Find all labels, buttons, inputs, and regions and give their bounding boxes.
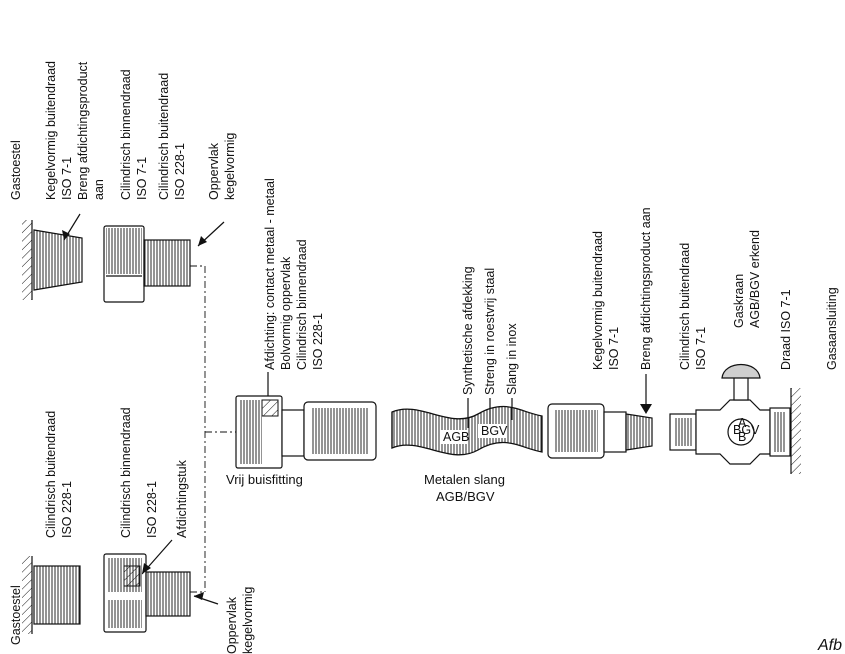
agb-bgv-label: AGB/BGV xyxy=(436,489,495,504)
valve-handle xyxy=(721,364,761,379)
right-wall-hatch xyxy=(791,388,801,474)
streng-label: Streng in roestvrij staal xyxy=(483,268,497,395)
cyl-buit-top-label-1: Cilindrisch buitendraad xyxy=(157,73,171,200)
metal-hose: AGB BGV xyxy=(391,405,543,456)
gastoestel-top-label: Gastoestel xyxy=(9,140,23,200)
gasaansluiting-label: Gasaansluiting xyxy=(825,287,839,370)
top-gas-appliance xyxy=(22,220,83,300)
valve-a-text: A xyxy=(738,416,747,430)
vrij-buisfitting-label: Vrij buisfitting xyxy=(226,472,303,487)
cyl-buit-top-label-2: ISO 228-1 xyxy=(173,143,187,200)
opp-top-label-1: Oppervlak xyxy=(207,142,221,200)
opp-top-label-2: kegelvormig xyxy=(223,133,237,200)
afdichting-label-4: ISO 228-1 xyxy=(311,313,325,370)
gaskraan-label-1: Gaskraan xyxy=(732,274,746,328)
top-wall-hatch xyxy=(22,220,32,300)
hose-agb-text: AGB xyxy=(443,430,469,444)
figure-label: Afb xyxy=(817,637,842,654)
valve-b-text: B xyxy=(738,430,746,444)
breng-right-label: Breng afdichtingsproduct aan xyxy=(639,207,653,370)
cyl-right-label-1: Cilindrisch buitendraad xyxy=(678,243,692,370)
valve-bgv-text: BGV xyxy=(733,423,760,437)
kegel-top-label-3: Breng afdichtingsproduct xyxy=(76,61,90,200)
gastoestel-bottom-label: Gastoestel xyxy=(9,585,23,645)
kegel-top-label-2: ISO 7-1 xyxy=(60,157,74,200)
kegel-top-label-1: Kegelvormig buitendraad xyxy=(44,61,58,200)
gas-valve: A BGV B xyxy=(669,364,801,474)
gaskraan-label-2: AGB/BGV erkend xyxy=(748,230,762,328)
guide-lines xyxy=(190,266,236,593)
bottom-fitting xyxy=(103,553,191,633)
bottom-arrows xyxy=(141,539,219,605)
slang-label: Slang in inox xyxy=(505,323,519,395)
free-pipe-fitting xyxy=(235,395,377,469)
hose-bgv-text: BGV xyxy=(481,424,508,438)
kegel-right-label-2: ISO 7-1 xyxy=(607,327,621,370)
right-hose-fitting xyxy=(547,403,653,459)
cyl-buit-bottom-label-2: ISO 228-1 xyxy=(60,481,74,538)
synth-label: Synthetische afdekking xyxy=(461,266,475,395)
kegel-right-label-1: Kegelvormig buitendraad xyxy=(591,231,605,370)
cyl-bin-bottom-label-2: ISO 228-1 xyxy=(145,481,159,538)
kegel-top-label-4: aan xyxy=(92,179,106,200)
cyl-buit-bottom-label-1: Cilindrisch buitendraad xyxy=(44,411,58,538)
draad-label: Draad ISO 7-1 xyxy=(779,289,793,370)
afdichtingstuk-label: Afdichtingstuk xyxy=(175,459,189,538)
top-arrows xyxy=(62,213,225,247)
cyl-bin-top-label-2: ISO 7-1 xyxy=(135,157,149,200)
metalen-slang-label: Metalen slang xyxy=(424,472,505,487)
afdichting-label-3: Cilindrisch binnendraad xyxy=(295,239,309,370)
cyl-bin-top-label-1: Cilindrisch binnendraad xyxy=(119,69,133,200)
top-fitting xyxy=(103,225,205,303)
opp-bottom-label-1: Oppervlak xyxy=(225,596,239,654)
bottom-gas-appliance xyxy=(22,556,81,634)
opp-bottom-label-2: kegelvormig xyxy=(241,587,255,654)
top-cone-thread xyxy=(33,229,83,291)
afdichting-label-2: Bolvormig oppervlak xyxy=(279,256,293,370)
cyl-bin-bottom-label-1: Cilindrisch binnendraad xyxy=(119,407,133,538)
afdichting-label-1: Afdichting: contact metaal - metaal xyxy=(263,178,277,370)
cyl-right-label-2: ISO 7-1 xyxy=(694,327,708,370)
